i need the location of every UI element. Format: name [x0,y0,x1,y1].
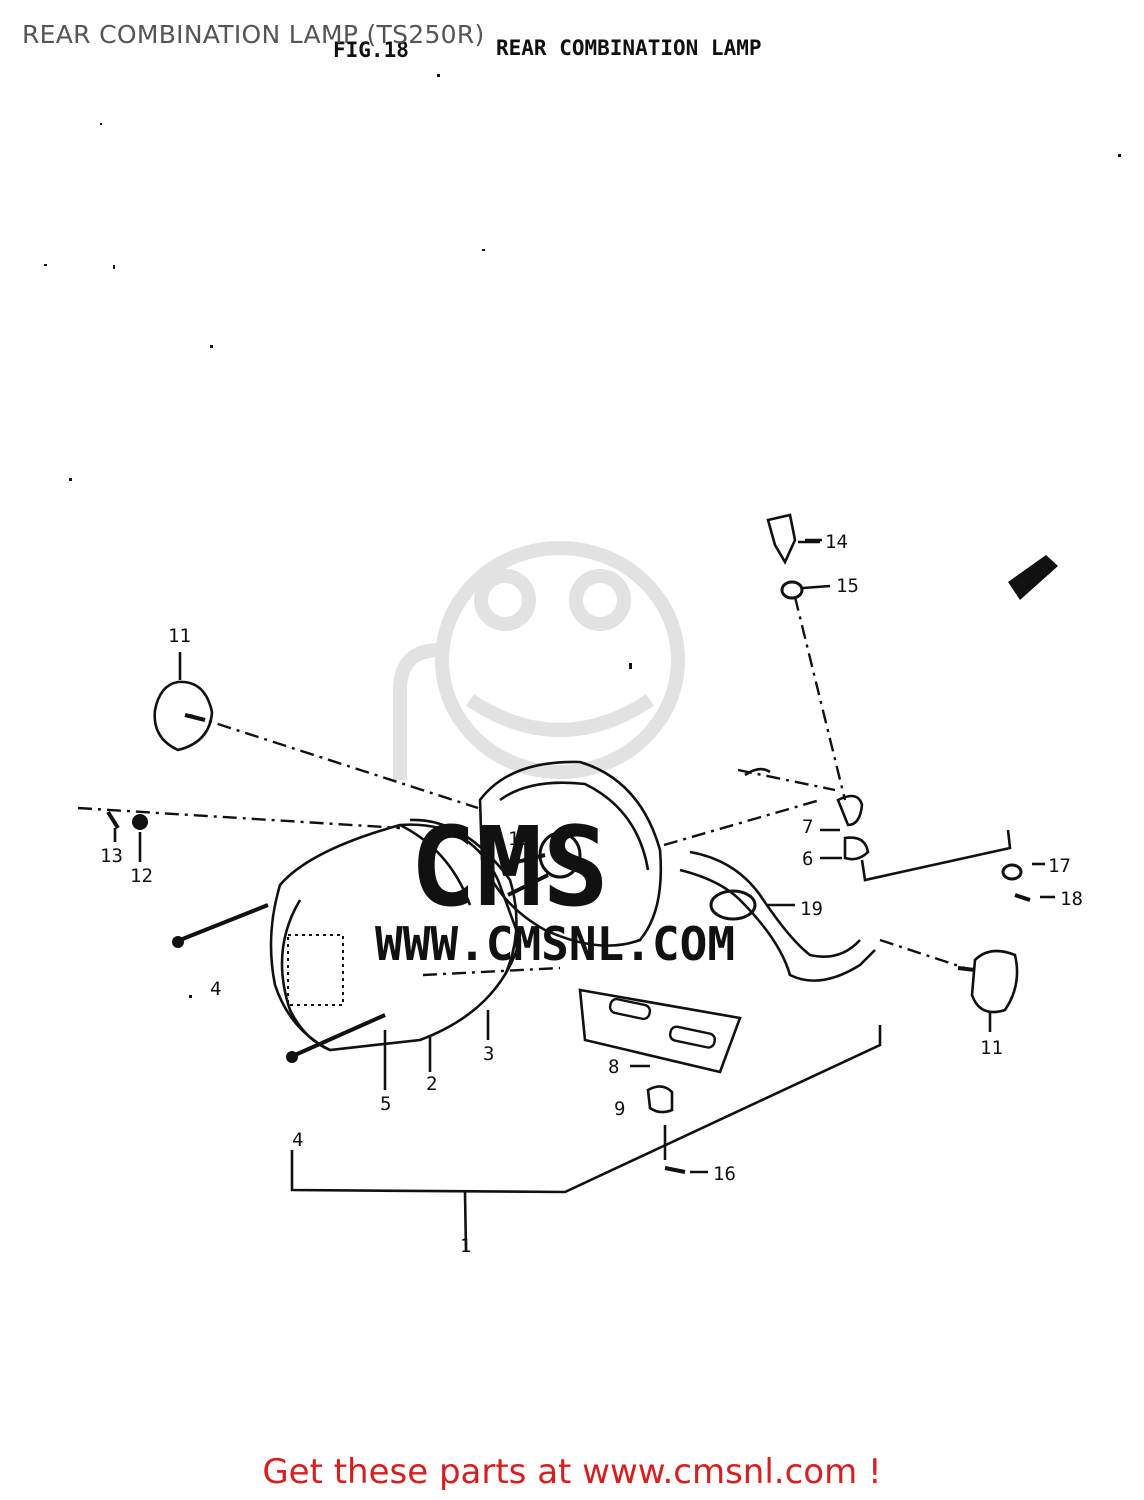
callout-18: 18 [1060,888,1083,910]
figure-heading: REAR COMBINATION LAMP [496,36,762,60]
scan-specks [44,74,1121,998]
part-11-lens-right [957,949,1019,1032]
callout-5: 5 [380,1093,391,1115]
part-9-nut [646,1085,674,1114]
front-arrow-icon [1008,555,1058,600]
callout-labels: 1 2 3 4 4 5 6 7 8 9 10 11 11 12 13 14 15… [100,531,1083,1257]
callout-16: 16 [713,1163,736,1185]
callout-11b: 11 [980,1037,1003,1059]
part-19-grommet-wire [679,850,876,982]
callout-3: 3 [483,1043,494,1065]
part-15-washer [780,580,831,600]
callout-12: 12 [130,865,153,887]
callout-6: 6 [802,848,813,870]
part-4-screws [172,903,386,1063]
part-2-lamp-housing [269,818,522,1052]
callout-15: 15 [836,575,859,597]
callout-14: 14 [825,531,848,553]
part-17-18-fasteners [1001,863,1031,902]
part-8-bracket [578,988,742,1074]
watermark-logo: CMS WWW.CMSNL.COM [375,541,735,971]
figure-number: FIG.18 [333,38,409,62]
callout-ticks [383,538,1055,1174]
callout-4a: 4 [210,978,221,1000]
callout-4b: 4 [292,1129,303,1151]
part-14-bolt [766,513,820,565]
part-10-base-plate [478,760,663,947]
callout-11a: 11 [168,625,191,647]
callout-9: 9 [614,1098,625,1120]
leader-lines [77,596,1012,1253]
part-16-clip [664,1166,686,1174]
part-6-7-nut [744,767,870,861]
part-12-13-screws [106,810,148,862]
watermark-url-text: WWW.CMSNL.COM [375,917,735,971]
callout-10: 10 [508,828,531,850]
page-title: REAR COMBINATION LAMP (TS250R) [22,20,485,49]
callout-13: 13 [100,845,123,867]
callout-8: 8 [608,1056,619,1078]
callout-1: 1 [460,1235,471,1257]
part-11-lens-left [153,652,214,752]
callout-2: 2 [426,1073,437,1095]
get-parts-link[interactable]: Get these parts at www.cmsnl.com ! [262,1452,882,1492]
callout-19: 19 [800,898,823,920]
callout-17: 17 [1048,855,1071,877]
callout-7: 7 [802,816,813,838]
